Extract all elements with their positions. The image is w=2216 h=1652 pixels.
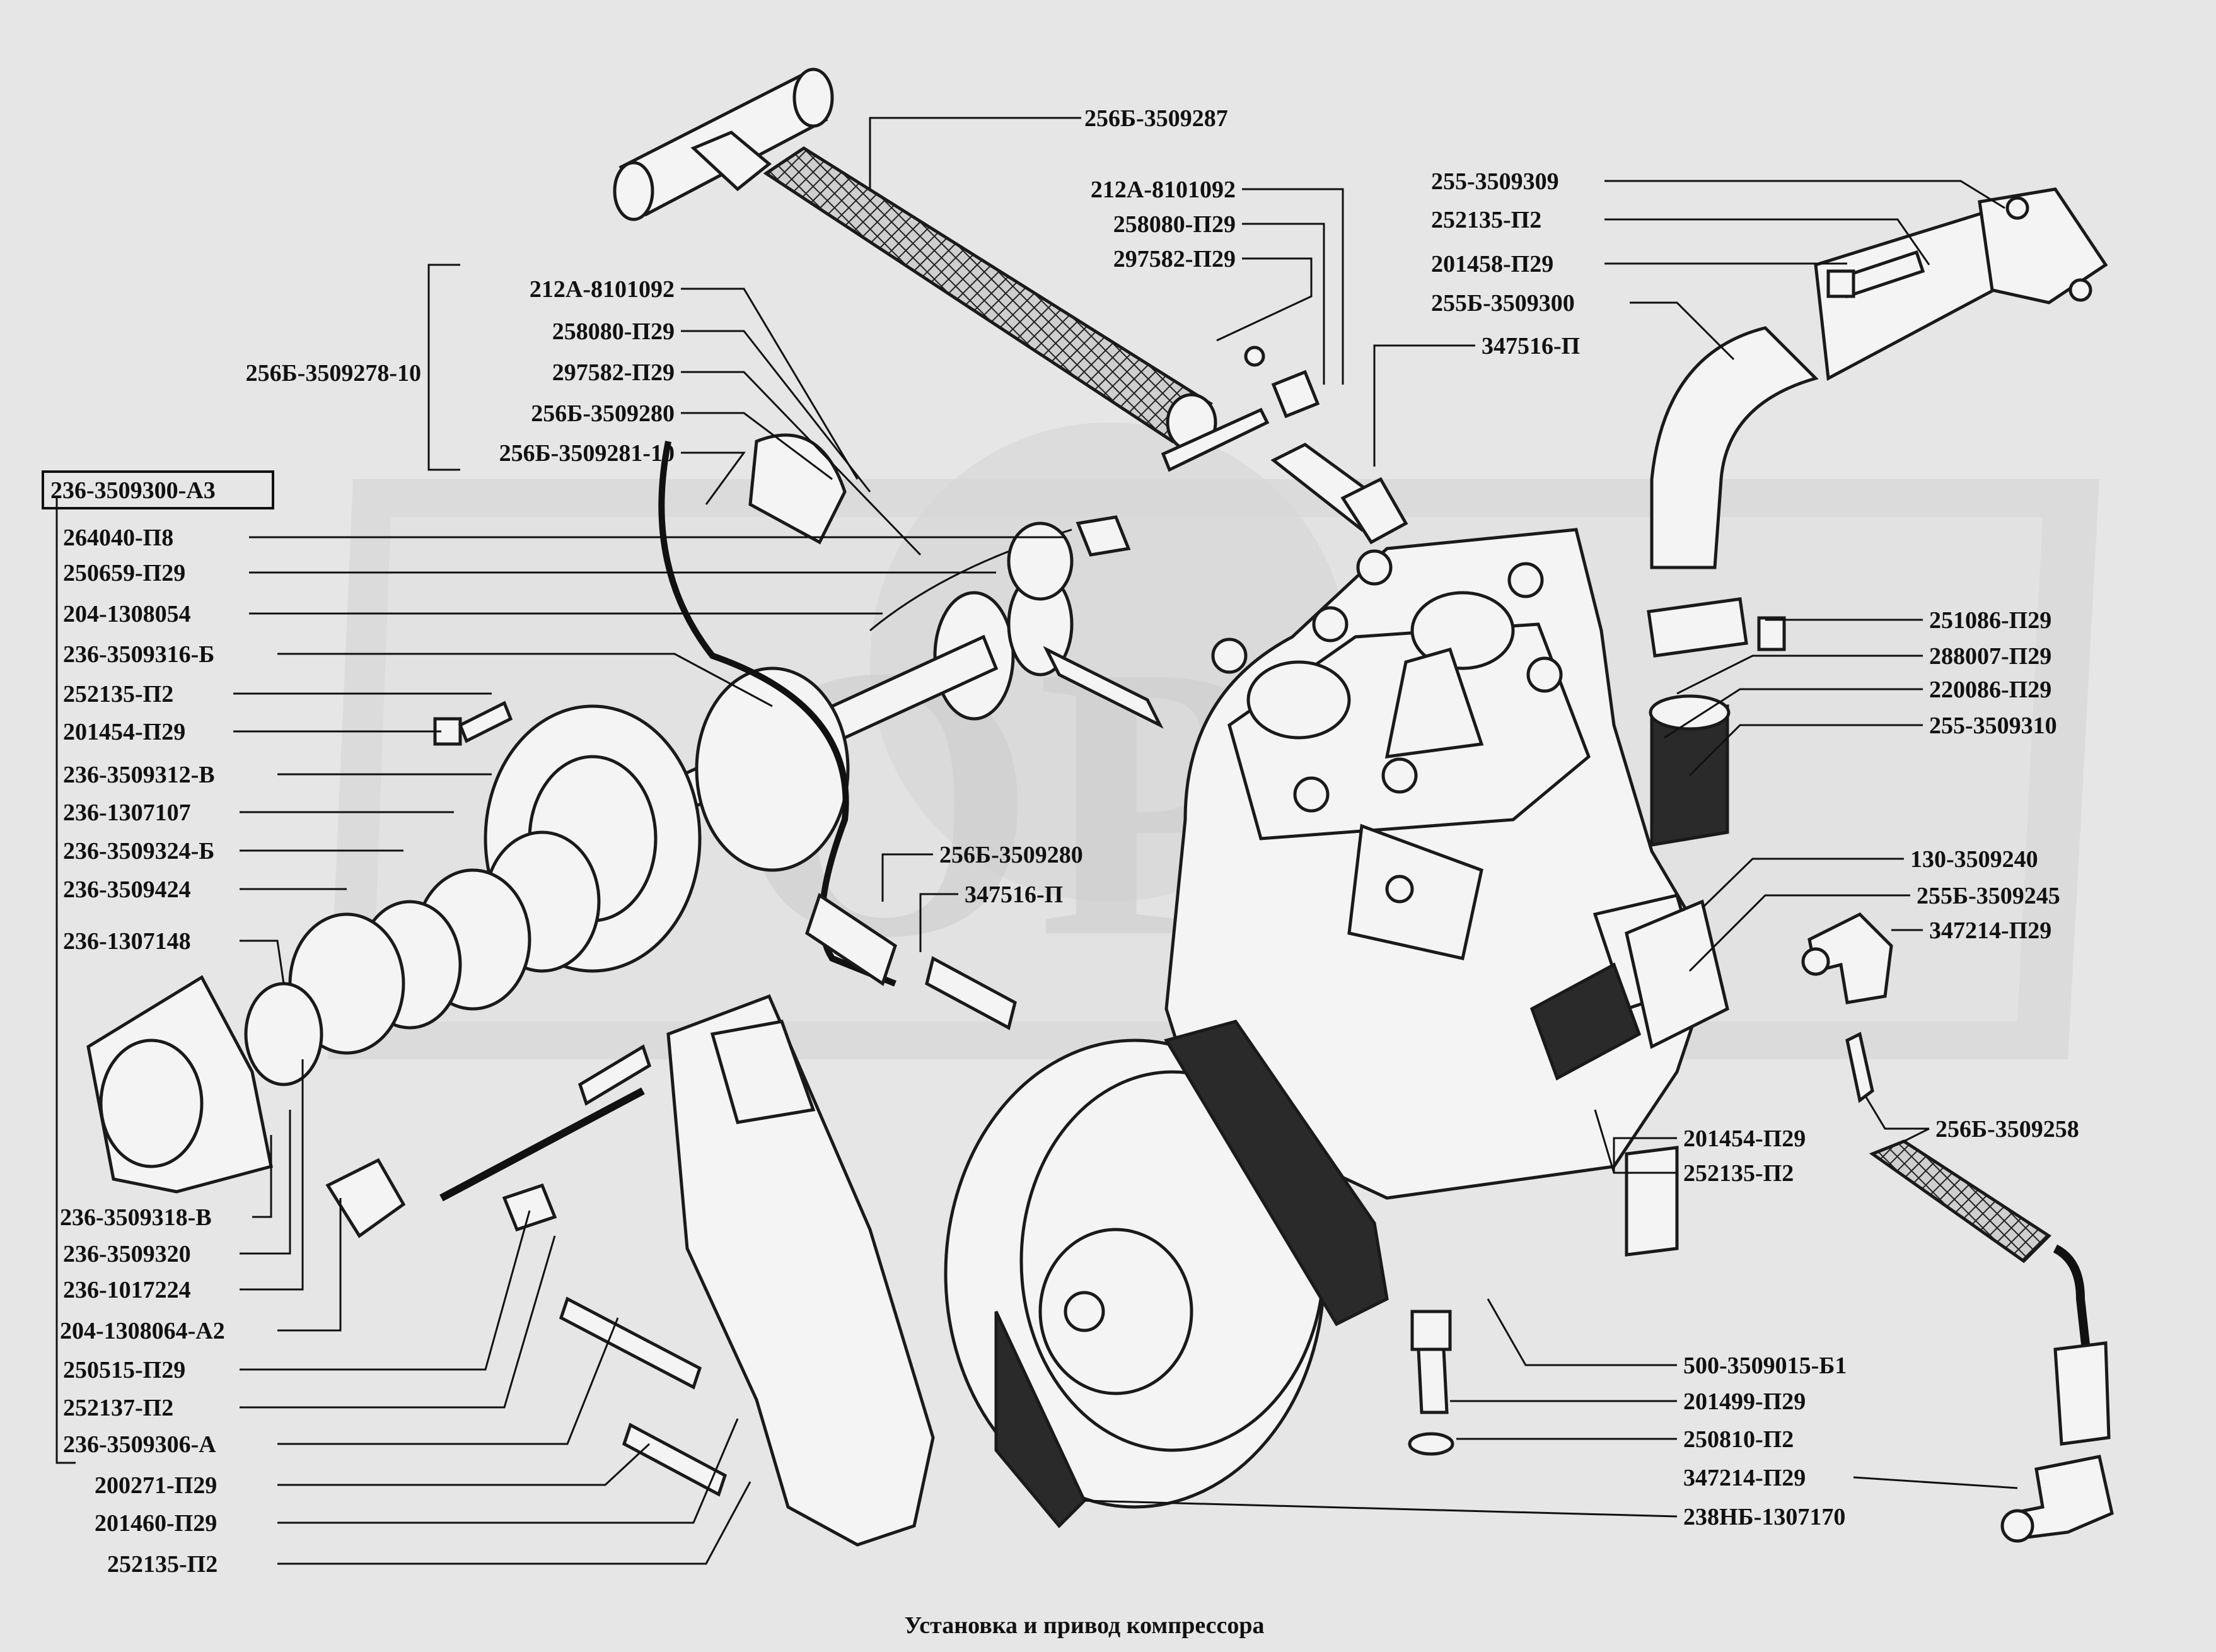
label-204-1308054: 204-1308054 — [63, 601, 191, 627]
label-256b-3509280-left: 256Б-3509280 — [531, 400, 675, 427]
label-236-3509318-v: 236-3509318-В — [60, 1204, 212, 1231]
label-236-3509320: 236-3509320 — [63, 1241, 191, 1267]
label-236-3509316-b: 236-3509316-Б — [63, 641, 214, 668]
label-347516-p-top: 347516-П — [1482, 333, 1580, 359]
diagram-caption: Установка и привод компрессора — [904, 1612, 1264, 1639]
label-201454-p29-left: 201454-П29 — [63, 719, 185, 745]
label-251086-p29: 251086-П29 — [1929, 607, 2051, 634]
elbow-347214-upper — [1801, 912, 1893, 1004]
label-236-1017224: 236-1017224 — [63, 1277, 191, 1303]
label-500-3509015-b1: 500-3509015-Б1 — [1683, 1352, 1847, 1379]
label-201458-p29: 201458-П29 — [1431, 251, 1553, 277]
label-238nb-1307170: 238НБ-1307170 — [1683, 1504, 1845, 1530]
label-250659-p29: 250659-П29 — [63, 560, 185, 586]
label-250515-p29: 250515-П29 — [63, 1357, 185, 1383]
intake-tee-pipe — [613, 67, 834, 221]
label-250810-p2: 250810-П2 — [1683, 1426, 1794, 1453]
label-297582-p29-top: 297582-П29 — [1113, 246, 1236, 272]
label-252135-p2-top-right: 252135-П2 — [1431, 207, 1541, 233]
label-256b-3509281-10: 256Б-3509281-10 — [499, 440, 675, 467]
label-264040-p8: 264040-П8 — [63, 525, 173, 551]
label-236-1307107: 236-1307107 — [63, 800, 191, 826]
label-256b-3509258: 256Б-3509258 — [1935, 1116, 2079, 1143]
bolts-and-washers-left — [433, 701, 652, 1106]
label-347516-p-mid: 347516-П — [965, 881, 1063, 908]
label-347214-p29-lower: 347214-П29 — [1683, 1465, 1806, 1491]
assembly-label-box — [42, 470, 274, 509]
label-201454-p29-right: 201454-П29 — [1683, 1126, 1806, 1152]
label-236-3509300-a3: 236-3509300-А3 — [50, 477, 216, 504]
fitting-347516-upper — [1270, 443, 1408, 545]
label-236-1307148: 236-1307148 — [63, 928, 191, 955]
bolt-201499 — [1408, 1310, 1454, 1456]
elbow-347214-lower — [2000, 1455, 2114, 1543]
drive-gear-assembly — [86, 528, 1074, 1194]
label-200271-p29: 200271-П29 — [95, 1472, 217, 1499]
label-236-3509424: 236-3509424 — [63, 876, 191, 903]
label-252137-p2: 252137-П2 — [63, 1395, 173, 1421]
label-252135-p2-left: 252135-П2 — [63, 681, 173, 707]
label-212a-8101092-left: 212А-8101092 — [530, 276, 675, 303]
label-255b-3509245: 255Б-3509245 — [1917, 883, 2060, 909]
label-255b-3509300: 255Б-3509300 — [1431, 290, 1575, 317]
label-255-3509309: 255-3509309 — [1431, 168, 1559, 195]
label-288007-p29: 288007-П29 — [1929, 643, 2051, 670]
label-256b-3509278-10: 256Б-3509278-10 — [246, 360, 421, 387]
label-201460-p29: 201460-П29 — [95, 1510, 217, 1537]
label-258080-p29-top: 258080-П29 — [1113, 211, 1236, 238]
label-201499-p29: 201499-П29 — [1683, 1388, 1806, 1415]
outlet-pipe-255b-3509300 — [1650, 187, 2108, 569]
part-labels: 256Б-3509287 212А-8101092 258080-П29 297… — [50, 105, 2079, 1578]
label-347214-p29-upper: 347214-П29 — [1929, 917, 2051, 944]
leader-lines — [55, 117, 2018, 1565]
compressor-bracket — [325, 994, 935, 1547]
pulley-238nb-1307170 — [944, 1020, 1389, 1528]
label-236-3509312-v: 236-3509312-В — [63, 762, 215, 788]
clamp-small-parts — [1161, 346, 1320, 472]
label-258080-p29-left: 258080-П29 — [552, 318, 675, 345]
flex-line-256b-3509258 — [1845, 1032, 2111, 1446]
label-256b-3509287: 256Б-3509287 — [1084, 105, 1228, 132]
label-297582-p29-left: 297582-П29 — [552, 359, 675, 386]
label-212a-8101092-top: 212А-8101092 — [1091, 177, 1236, 203]
label-255-3509310: 255-3509310 — [1929, 713, 2057, 739]
label-236-3509306-a: 236-3509306-А — [63, 1431, 216, 1458]
label-236-3509324-b: 236-3509324-Б — [63, 838, 214, 864]
outlet-fitting-255b-3509245 — [1529, 899, 1729, 1081]
bolt-201458 — [1826, 250, 1925, 299]
label-204-1308064-a2: 204-1308064-А2 — [60, 1318, 225, 1344]
label-256b-3509280-mid: 256Б-3509280 — [939, 842, 1083, 868]
label-252135-p2-bottom-left: 252135-П2 — [107, 1551, 218, 1578]
label-130-3509240: 130-3509240 — [1910, 846, 2038, 873]
label-220086-p29: 220086-П29 — [1929, 677, 2051, 703]
label-252135-p2-right: 252135-П2 — [1683, 1160, 1794, 1187]
